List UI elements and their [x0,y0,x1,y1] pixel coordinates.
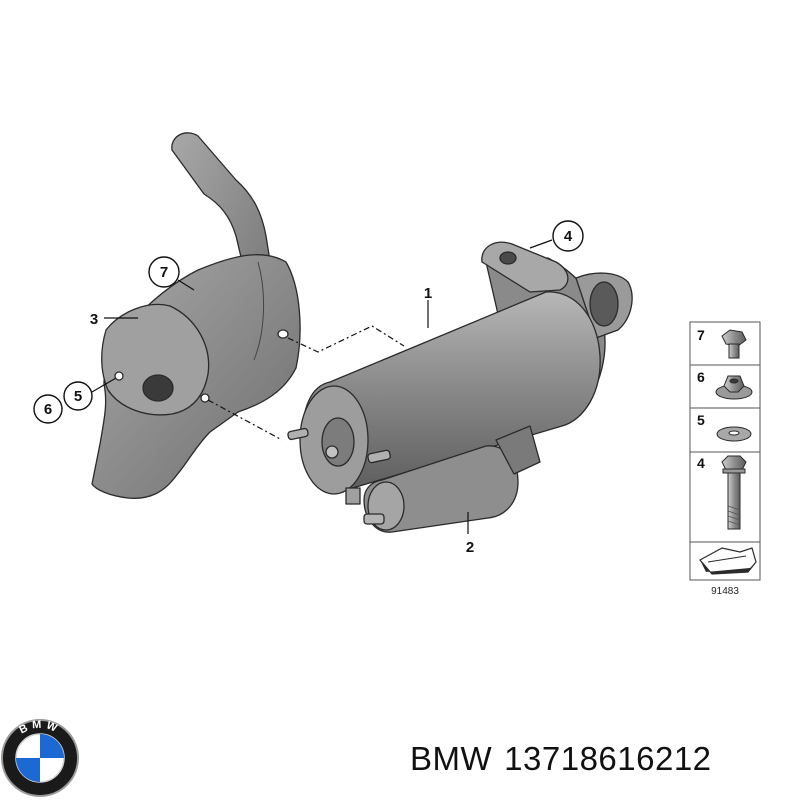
leader-lines [91,239,553,534]
leader-5 [91,377,117,393]
callout-7-circle [148,256,180,288]
assembly-line-bottom [207,399,283,441]
heat-shield-strap-ridge [253,261,265,361]
callout-3-text: 3 [90,311,98,328]
callout-5: 5 [63,381,93,411]
part-caption: BMW 13718616212 [410,740,795,786]
callout-1: 1 [424,285,432,302]
diagram-reference-number: 91483 [711,586,739,597]
callout-5-circle [63,381,93,411]
callout-3: 3 [90,311,98,328]
callout-1-text: 1 [424,285,432,302]
solenoid-terminal [345,487,361,505]
callout-2-text: 2 [466,539,474,556]
callout-5-text: 5 [74,388,82,405]
heat-shield-flange [101,303,210,416]
callout-7-text: 7 [160,264,168,281]
callout-7: 7 [148,256,180,288]
callout-4-text: 4 [564,228,573,245]
flange-nut-icon [715,375,753,400]
heat-shield-hole-top [277,329,289,339]
assembly-line-top [287,325,405,353]
starter-end-cap-inner [321,417,355,467]
hardware-legend: 7 6 5 4 [689,321,761,597]
starter-terminal-stud-bottom [367,449,391,464]
callout-6: 6 [33,394,63,424]
svg-text:BMW: BMW [17,719,62,737]
brand-name: BMW [410,740,493,777]
heat-shield-hole-right [200,393,210,403]
starter-motor [287,241,633,533]
legend-label-6: 6 [697,369,705,385]
callout-4-circle [552,220,584,252]
flange-bolt-icon [721,329,747,359]
callout-2: 2 [466,539,474,556]
washer-icon [716,426,752,442]
legend-frame [689,321,761,581]
callout-6-text: 6 [44,401,52,418]
legend-label-5: 5 [697,412,705,428]
callout-6-circle [33,394,63,424]
legend-label-4: 4 [697,455,705,471]
heat-shield-hole-left [114,371,124,381]
long-bolt-icon [721,455,747,530]
starter-terminal-stud-top [287,427,309,441]
starter-mounting-hole [499,251,517,265]
direction-arrow-icon [699,547,757,575]
callout-4: 4 [552,220,584,252]
bmw-roundel-icon: BMW [1,719,79,797]
heat-shield [91,132,301,499]
solenoid-terminal-small [363,513,385,525]
legend-label-7: 7 [697,327,705,343]
assembly-lines [207,325,405,441]
part-number: 13718616212 [504,740,712,777]
leader-7 [177,279,195,291]
starter-pinion [589,281,619,327]
solenoid-bracket [495,425,541,475]
bmw-logo-letters: BMW [17,719,58,737]
leader-4 [529,239,553,249]
starter-end-bolt [325,445,339,459]
heat-shield-large-hole [142,374,174,402]
